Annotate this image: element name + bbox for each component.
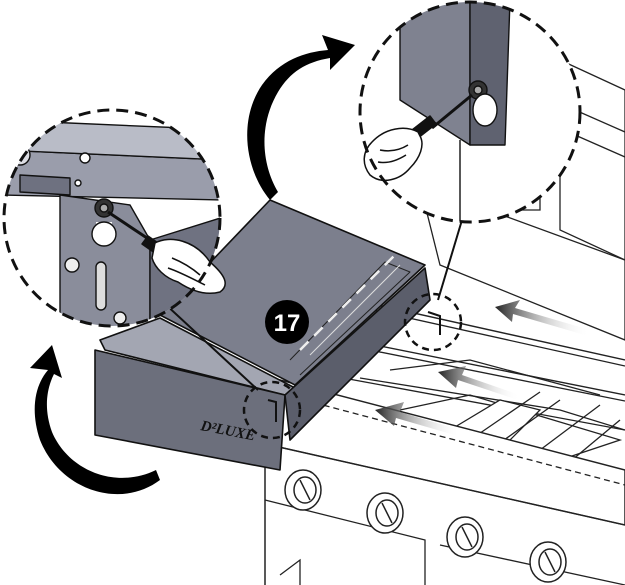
slide-direction-arrows (375, 300, 590, 436)
control-knobs (284, 469, 567, 583)
step-number-marker: 17 (265, 300, 309, 344)
rear-attachment-highlight (403, 292, 463, 352)
attachment-point-highlights (242, 292, 463, 440)
slide-direction-arrow-icon (438, 366, 520, 400)
step-number: 17 (274, 310, 301, 337)
control-knob (446, 516, 484, 558)
control-knob (284, 469, 322, 511)
left-detail-callout (2, 108, 226, 328)
rotate-clockwise-arrow-icon (247, 35, 355, 200)
screwdriver-hand-icon (363, 93, 473, 182)
rotate-counterclockwise-arrow-icon (30, 345, 160, 495)
control-knob (529, 541, 567, 583)
slide-direction-arrow-icon (495, 300, 590, 336)
screwdriver-hand-icon (107, 210, 226, 294)
side-shelf (94, 199, 431, 471)
control-knob (366, 492, 404, 534)
right-detail-callout (358, 0, 582, 224)
slide-direction-arrow-icon (375, 402, 460, 436)
front-attachment-highlight (242, 380, 302, 440)
